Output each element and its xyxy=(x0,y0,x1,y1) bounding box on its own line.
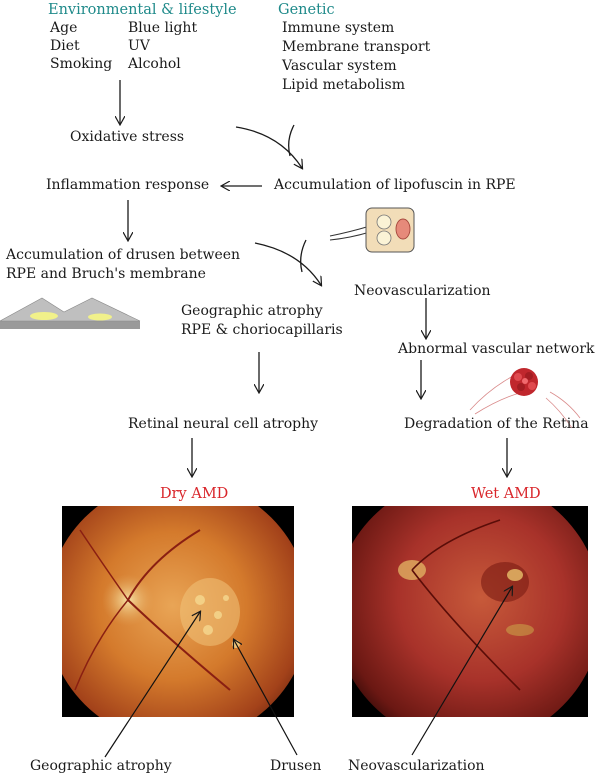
drusen-mounds-icon xyxy=(0,297,141,329)
node-oxidative-stress: Oxidative stress xyxy=(70,129,185,145)
genetic-item-vascular: Vascular system xyxy=(282,58,397,74)
node-neovascularization: Neovascularization xyxy=(354,283,491,299)
env-item-smoking: Smoking xyxy=(50,56,113,72)
node-retinal-neural-atrophy: Retinal neural cell atrophy xyxy=(128,416,319,432)
wet-amd-fundus-image xyxy=(352,506,588,717)
pointer-drusen xyxy=(234,640,298,756)
outcome-wet-amd: Wet AMD xyxy=(471,486,541,502)
node-inflammation-response: Inflammation response xyxy=(46,177,210,193)
node-drusen-line1: Accumulation of drusen between xyxy=(6,247,241,263)
annotation-neovascularization: Neovascularization xyxy=(348,758,485,774)
env-item-uv: UV xyxy=(128,38,150,54)
env-item-age: Age xyxy=(50,20,78,36)
curved-arrow-merge-neo xyxy=(300,239,307,273)
node-degradation-retina: Degradation of the Retina xyxy=(404,416,589,432)
genetic-item-lipid: Lipid metabolism xyxy=(282,77,405,93)
node-geographic-atrophy-line1: Geographic atrophy xyxy=(181,303,323,319)
env-heading: Environmental & lifestyle xyxy=(48,2,237,18)
annotation-geographic-atrophy: Geographic atrophy xyxy=(30,758,172,774)
pointer-geographic-atrophy xyxy=(104,612,200,758)
env-item-diet: Diet xyxy=(50,38,80,54)
pointer-neovascularization xyxy=(411,587,512,756)
curved-arrow-oxidative-to-lipofuscin xyxy=(235,126,302,168)
genetic-item-membrane: Membrane transport xyxy=(282,39,431,55)
annotation-drusen: Drusen xyxy=(270,758,322,774)
node-lipofuscin: Accumulation of lipofuscin in RPE xyxy=(274,177,516,193)
outcome-dry-amd: Dry AMD xyxy=(160,486,229,502)
rpe-cell-icon xyxy=(329,207,415,253)
vascular-network-icon xyxy=(469,368,581,429)
node-drusen-line2: RPE and Bruch's membrane xyxy=(6,266,206,282)
genetic-heading: Genetic xyxy=(278,2,335,18)
env-item-blue-light: Blue light xyxy=(128,20,198,36)
curved-arrow-drusen-to-neo xyxy=(254,242,321,285)
env-item-alcohol: Alcohol xyxy=(128,56,181,72)
curved-arrow-genetic-merge xyxy=(288,124,295,157)
node-geographic-atrophy-line2: RPE & choriocapillaris xyxy=(181,322,343,338)
dry-amd-fundus-image xyxy=(62,506,294,717)
genetic-item-immune: Immune system xyxy=(282,20,395,36)
node-abnormal-vascular-network: Abnormal vascular network xyxy=(398,341,595,357)
